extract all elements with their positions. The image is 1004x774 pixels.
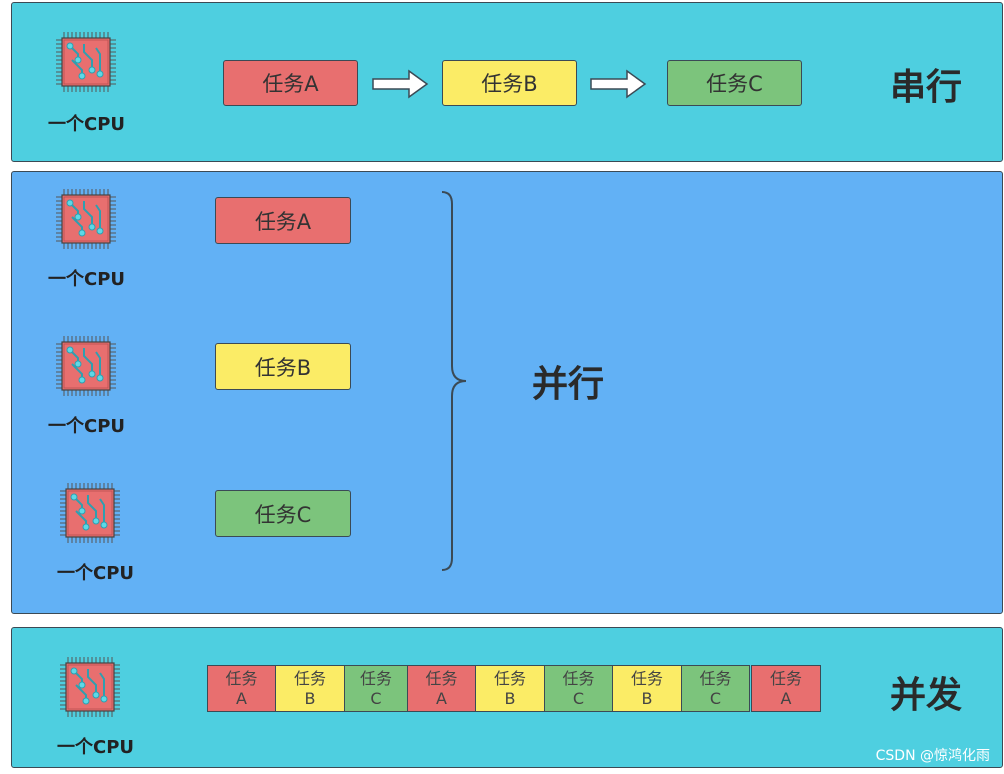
parallel-panel <box>11 171 1003 614</box>
serial-task-b: 任务B <box>442 60 577 106</box>
parallel-cpu-label-2: 一个CPU <box>48 416 126 437</box>
cpu-chip-icon <box>59 482 121 544</box>
parallel-title: 并行 <box>532 364 605 405</box>
right-arrow-icon <box>372 70 428 98</box>
cpu-chip-icon <box>59 656 121 718</box>
serial-task-a: 任务A <box>223 60 358 106</box>
serial-task-c: 任务C <box>667 60 802 106</box>
parallel-task-a: 任务A <box>215 197 351 244</box>
concurrent-title: 并发 <box>890 675 963 716</box>
parallel-task-b: 任务B <box>215 343 351 390</box>
parallel-task-c: 任务C <box>215 490 351 537</box>
parallel-cpu-label-3: 一个CPU <box>57 563 135 584</box>
cpu-chip-icon <box>55 31 117 93</box>
cpu-chip-icon <box>55 188 117 250</box>
right-brace-icon <box>441 191 467 571</box>
concurrent-cpu-label: 一个CPU <box>57 737 135 758</box>
parallel-cpu-label-1: 一个CPU <box>48 269 126 290</box>
cpu-chip-icon <box>55 335 117 397</box>
right-arrow-icon <box>590 70 646 98</box>
serial-cpu-label: 一个CPU <box>48 114 126 135</box>
watermark: CSDN @惊鸿化雨 <box>875 748 990 764</box>
serial-title: 串行 <box>890 67 963 108</box>
